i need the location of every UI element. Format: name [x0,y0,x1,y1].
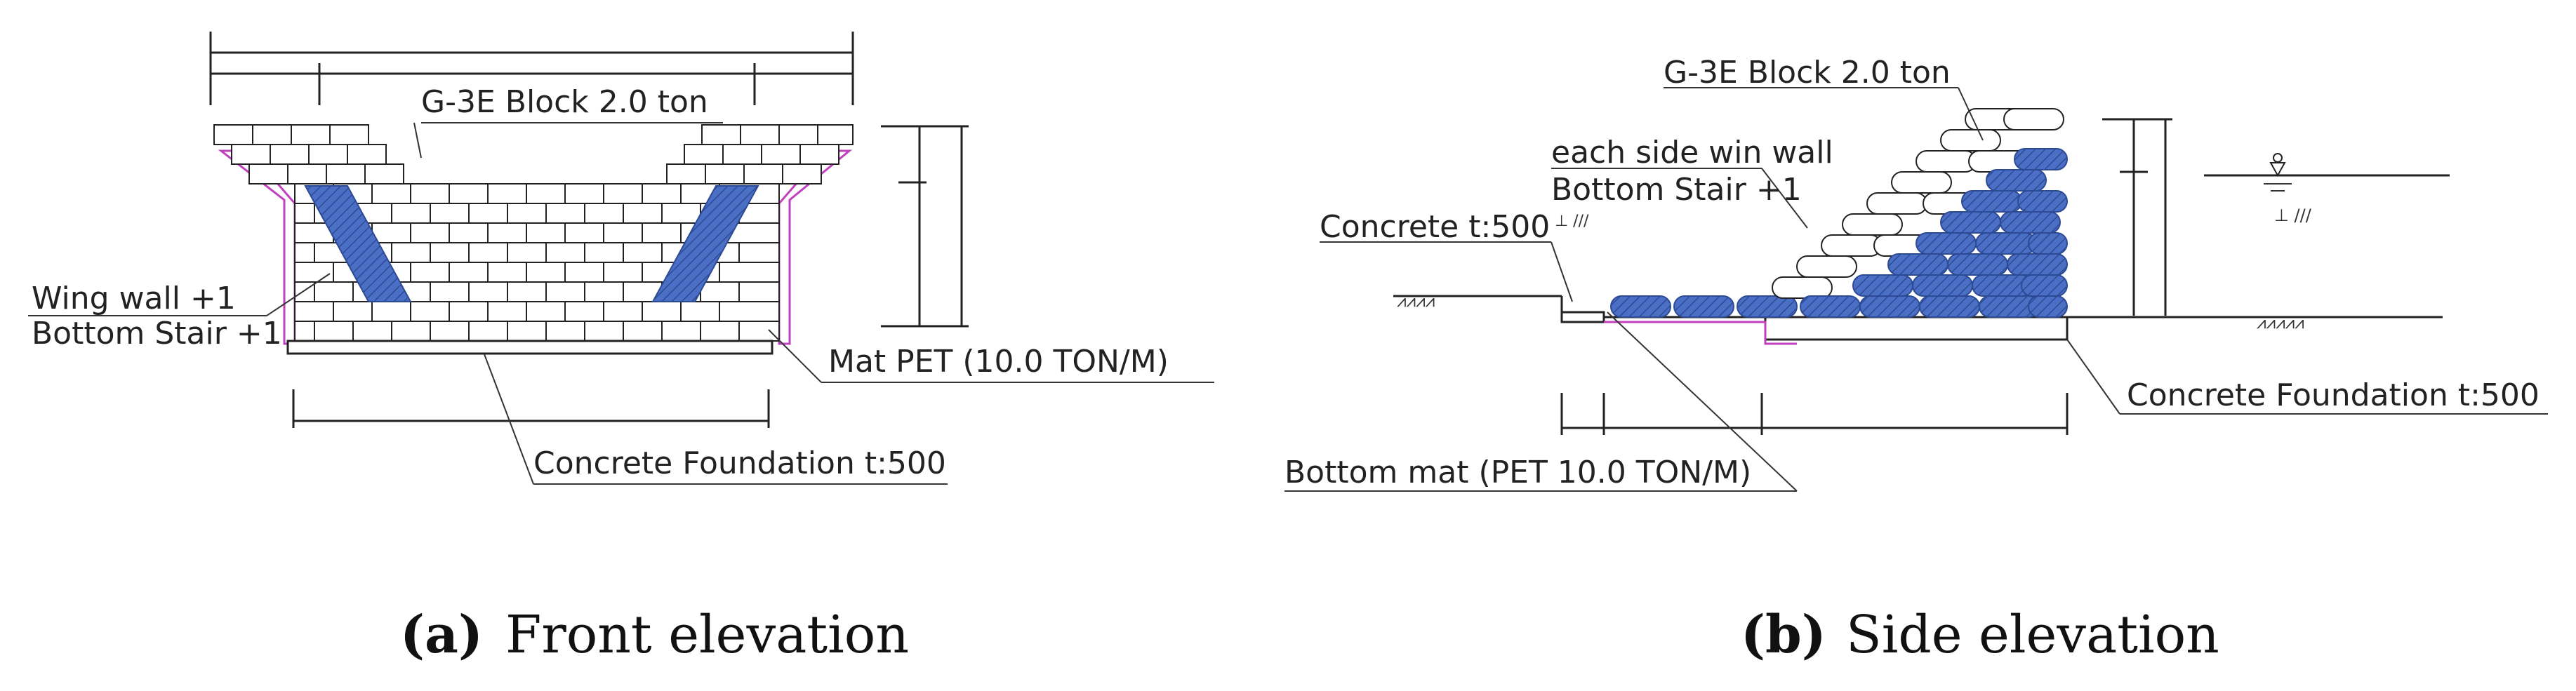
svg-text:⩘⩘⩘⩘⩘: ⩘⩘⩘⩘⩘ [2257,313,2304,333]
wing-leader-diag [266,273,331,316]
front-right-dimensions [881,125,969,328]
front-block-leader [413,122,422,159]
side-foundation-leader [2066,339,2120,415]
winwall-leader [1761,168,1808,229]
side-foundation-label: Concrete Foundation t:500 [2127,377,2540,413]
winwall-label: each side win wall [1551,135,1833,170]
front-caption-text: Front elevation [505,605,909,665]
left-wing-band [304,185,412,302]
mat-leader [768,329,822,383]
side-foundation [1764,316,2069,341]
side-bottom-dimension [1560,393,2069,435]
main-block-stack [1800,148,2068,318]
bottom-mat-label: Bottom mat (PET 10.0 TON/M) [1284,455,1751,490]
mat-pet-label: Mat PET (10.0 TON/M) [828,344,1169,380]
bottom-mat-line [1604,321,1797,345]
front-foundation-label: Concrete Foundation t:500 [533,445,946,481]
front-elevation-drawing [28,32,1214,485]
front-block-joints [314,184,740,341]
side-block-leader [1958,87,1984,141]
concrete-label: Concrete t:500 [1320,209,1550,245]
svg-text:⩘⩘⩘⩘: ⩘⩘⩘⩘ [1397,291,1435,311]
water-level-symbol: ⊥ /// [2204,153,2450,225]
front-foundation [286,340,774,355]
concrete-leader [1551,241,1573,302]
bottom-mat-blocks [1610,295,1798,318]
side-stair-label: Bottom Stair +1 [1551,172,1802,208]
concrete-pad [1560,311,1605,323]
svg-text:⊥ ///: ⊥ /// [2274,206,2312,225]
front-top-dimensions [209,32,854,105]
front-stair-label: Bottom Stair +1 [32,316,282,351]
front-block-wall [213,124,854,342]
front-block-label: G-3E Block 2.0 ton [421,84,708,120]
side-caption-letter: (b) [1741,605,1826,665]
foundation-leader [484,354,534,485]
front-caption-letter: (a) [400,605,483,665]
front-bottom-dimension [292,389,770,428]
side-block-label: G-3E Block 2.0 ton [1664,55,1951,90]
side-elevation-drawing: ⩘⩘⩘⩘ ⩘⩘⩘⩘⩘ [1284,87,2548,492]
svg-text:⊥ ///: ⊥ /// [1555,213,1589,230]
side-caption-text: Side elevation [1846,605,2219,665]
wing-wall-label: Wing wall +1 [32,281,236,316]
bottom-mat-leader [1607,311,1798,492]
right-wing-band [651,185,759,302]
side-right-dimensions [2102,118,2172,316]
